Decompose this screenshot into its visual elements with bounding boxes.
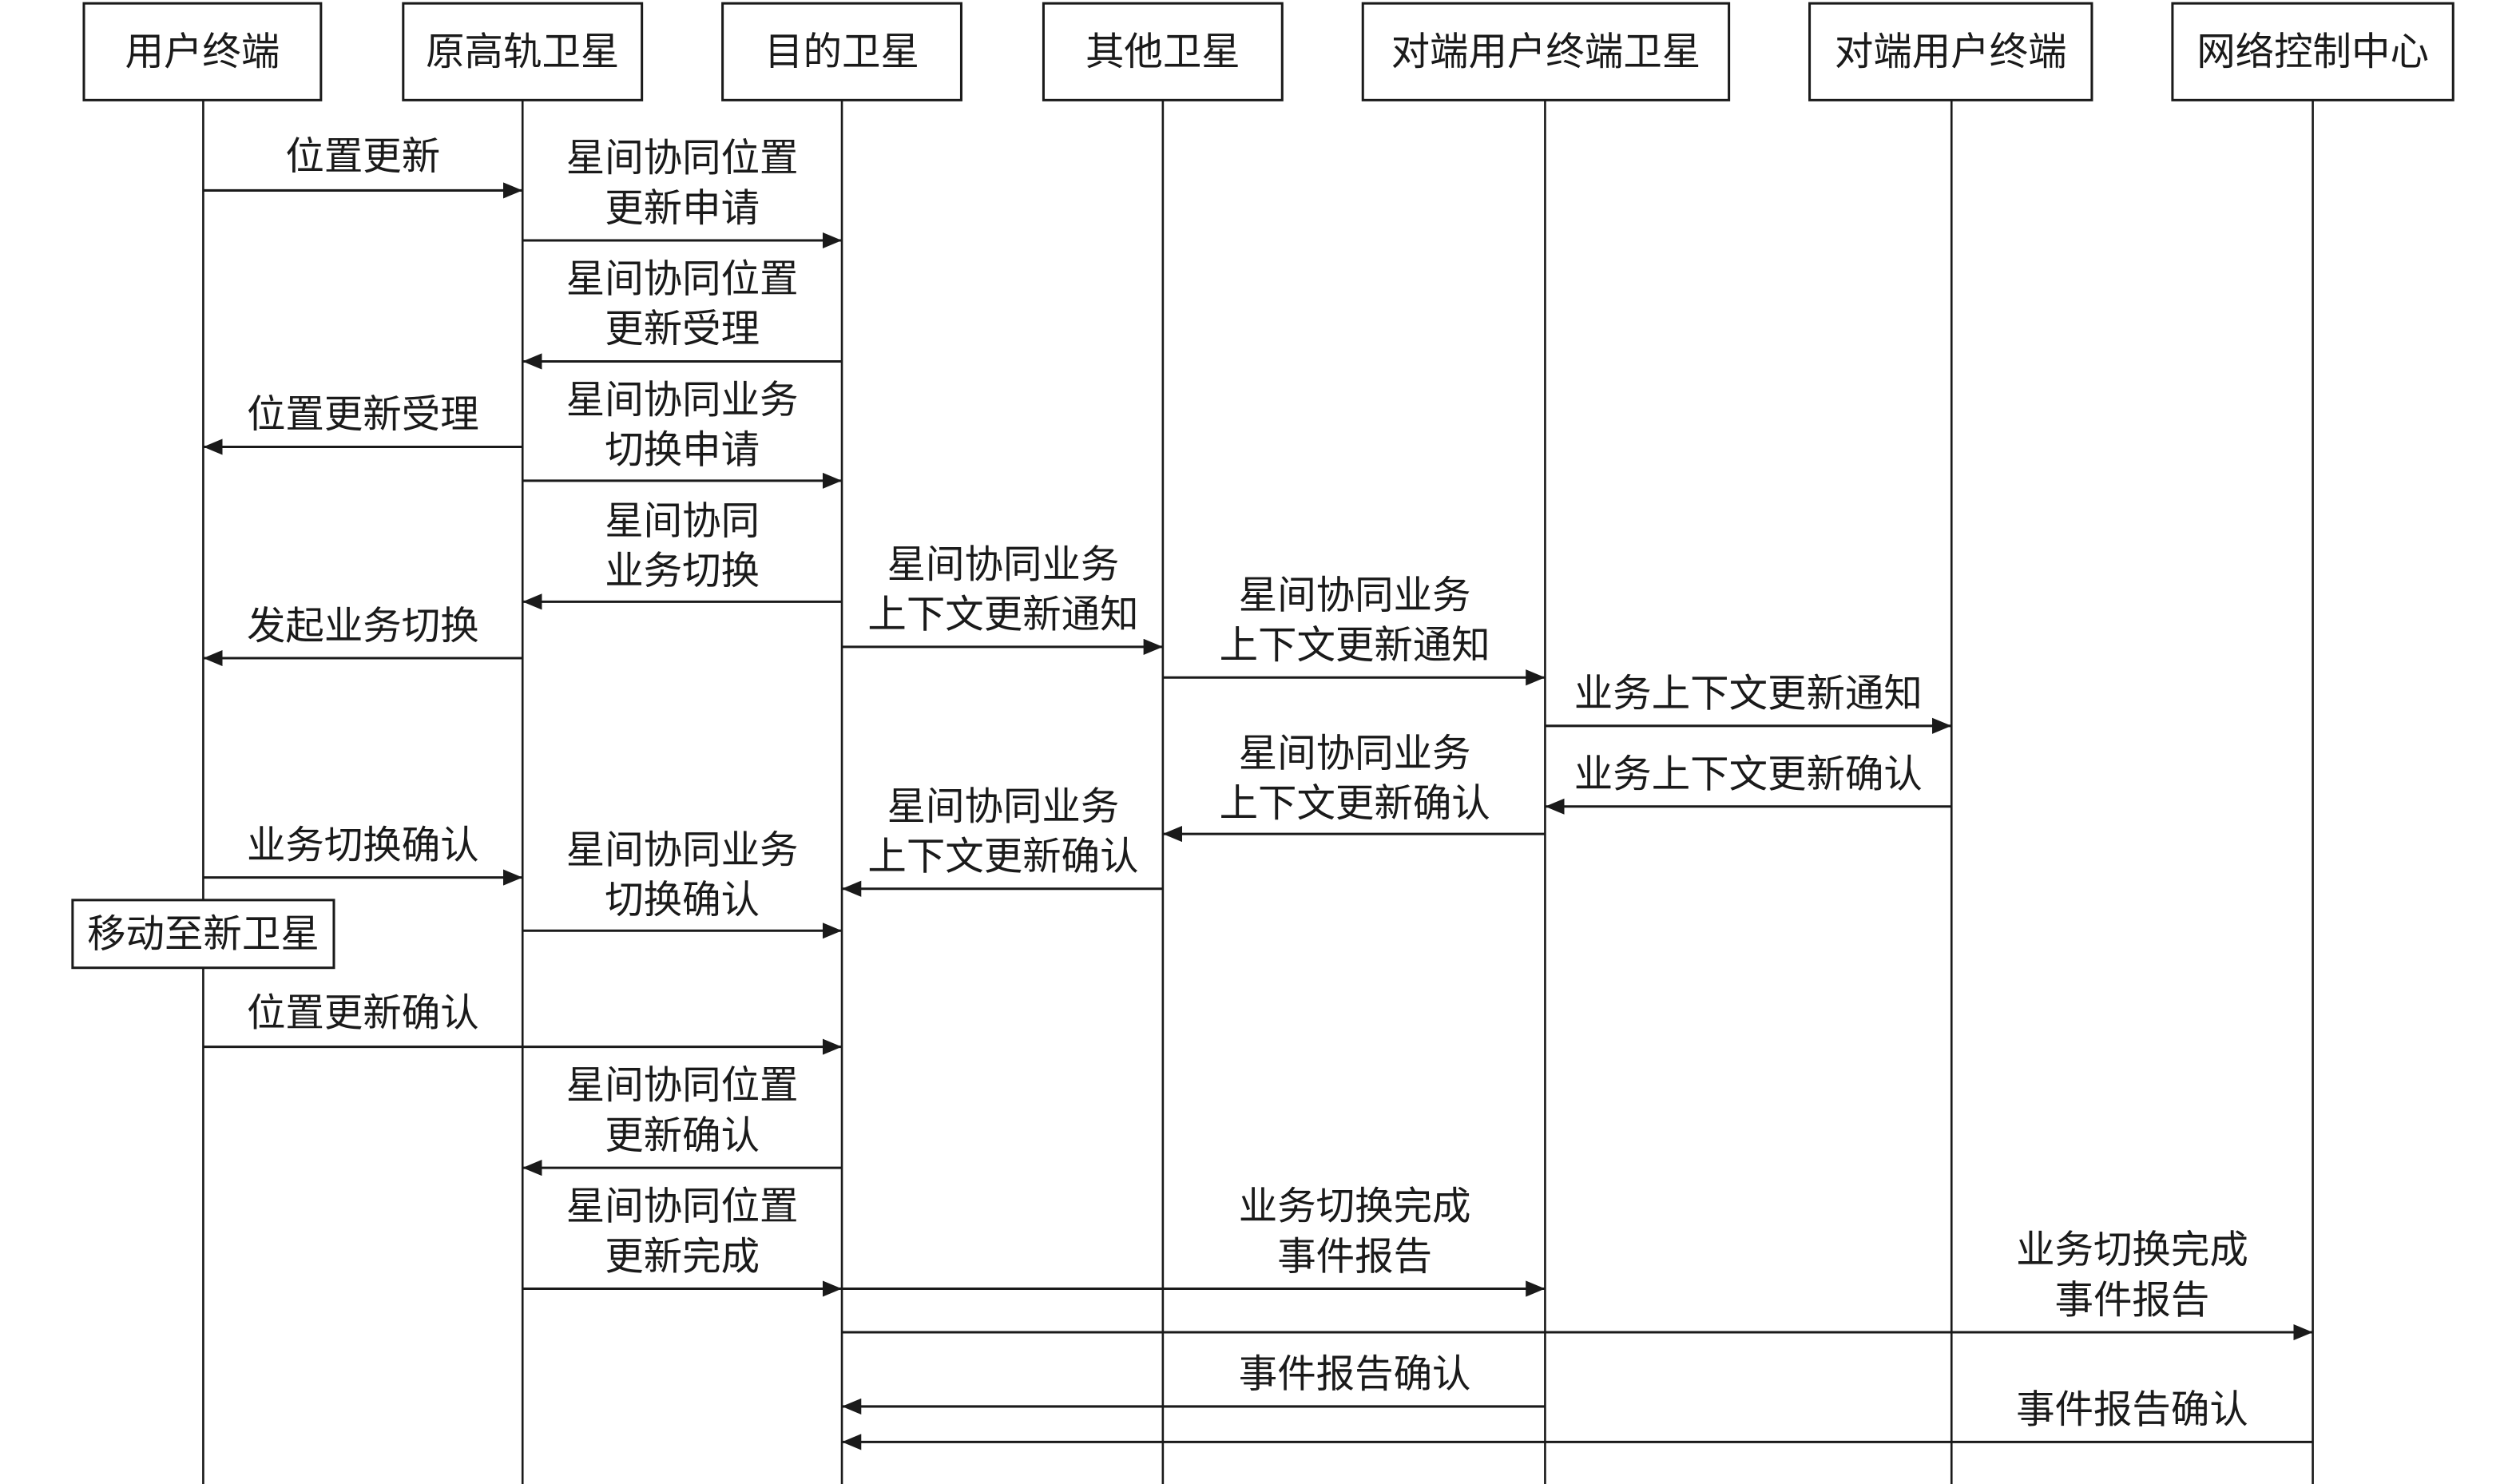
message: 位置更新受理	[203, 392, 523, 455]
message: 位置更新	[203, 134, 523, 199]
message-label: 更新受理	[605, 307, 760, 351]
message-label: 业务切换	[605, 549, 760, 593]
message-label: 更新确认	[605, 1113, 760, 1158]
message-label: 业务上下文更新确认	[1574, 752, 1923, 797]
message-label: 业务切换完成	[2016, 1228, 2248, 1272]
message-label: 切换确认	[605, 878, 760, 923]
message-label: 切换申请	[605, 428, 760, 473]
message: 业务切换确认	[203, 823, 523, 886]
message-label: 星间协同位置	[566, 257, 799, 302]
participant-label: 用户终端	[125, 30, 280, 74]
note-text: 移动至新卫星	[87, 911, 319, 956]
message: 位置更新确认	[203, 990, 843, 1055]
participant-box: 目的卫星	[721, 2, 962, 101]
participant-label: 原高轨卫星	[426, 30, 619, 74]
message-label: 星间协同位置	[566, 1184, 799, 1229]
message-label: 业务切换完成	[1239, 1184, 1471, 1229]
participant-box: 对端用户终端	[1808, 2, 2093, 101]
participant-box: 原高轨卫星	[402, 2, 644, 101]
message-label: 位置更新受理	[247, 392, 479, 437]
message-label: 星间协同位置	[566, 136, 799, 181]
participant-box: 对端用户终端卫星	[1361, 2, 1731, 101]
message-label: 事件报告	[2055, 1278, 2210, 1323]
message-label: 位置更新	[285, 134, 440, 179]
message-label: 事件报告确认	[2016, 1387, 2248, 1432]
note-box: 移动至新卫星	[71, 899, 335, 970]
message-label: 星间协同业务	[887, 784, 1120, 829]
participant-box: 用户终端	[82, 2, 323, 101]
participant-label: 对端用户终端卫星	[1391, 30, 1701, 74]
message-label: 星间协同	[605, 499, 760, 544]
participant-box: 网络控制中心	[2171, 2, 2454, 101]
participant-label: 目的卫星	[764, 30, 919, 74]
message: 事件报告确认	[842, 1352, 1546, 1415]
message-label: 星间协同位置	[566, 1063, 799, 1108]
message-label: 星间协同业务	[566, 378, 799, 423]
message: 发起业务切换	[203, 604, 523, 667]
message-label: 业务上下文更新通知	[1574, 672, 1923, 716]
message: 业务上下文更新通知	[1545, 672, 1952, 734]
message-label: 星间协同业务	[887, 542, 1120, 587]
participant-label: 对端用户终端	[1835, 30, 2067, 74]
message-label: 业务切换确认	[247, 823, 479, 867]
message-label: 星间协同业务	[1239, 573, 1471, 617]
participant-box: 其他卫星	[1042, 2, 1284, 101]
message-label: 事件报告	[1277, 1234, 1432, 1279]
message-label: 位置更新确认	[247, 990, 479, 1035]
message-label: 上下文更新确认	[1220, 781, 1490, 826]
message-label: 上下文更新确认	[867, 835, 1138, 879]
message: 事件报告确认	[842, 1387, 2313, 1450]
participant-label: 网络控制中心	[2197, 30, 2429, 74]
message-label: 星间协同业务	[566, 827, 799, 872]
message: 业务上下文更新确认	[1545, 752, 1952, 815]
message-label: 更新完成	[605, 1234, 760, 1279]
message-label: 上下文更新通知	[867, 593, 1138, 637]
message-label: 发起业务切换	[247, 604, 479, 649]
message-label: 上下文更新通知	[1220, 623, 1490, 668]
participant-label: 其他卫星	[1085, 30, 1240, 74]
message-label: 星间协同业务	[1239, 731, 1471, 776]
message-label: 更新申请	[605, 186, 760, 231]
message-label: 事件报告确认	[1239, 1352, 1471, 1397]
